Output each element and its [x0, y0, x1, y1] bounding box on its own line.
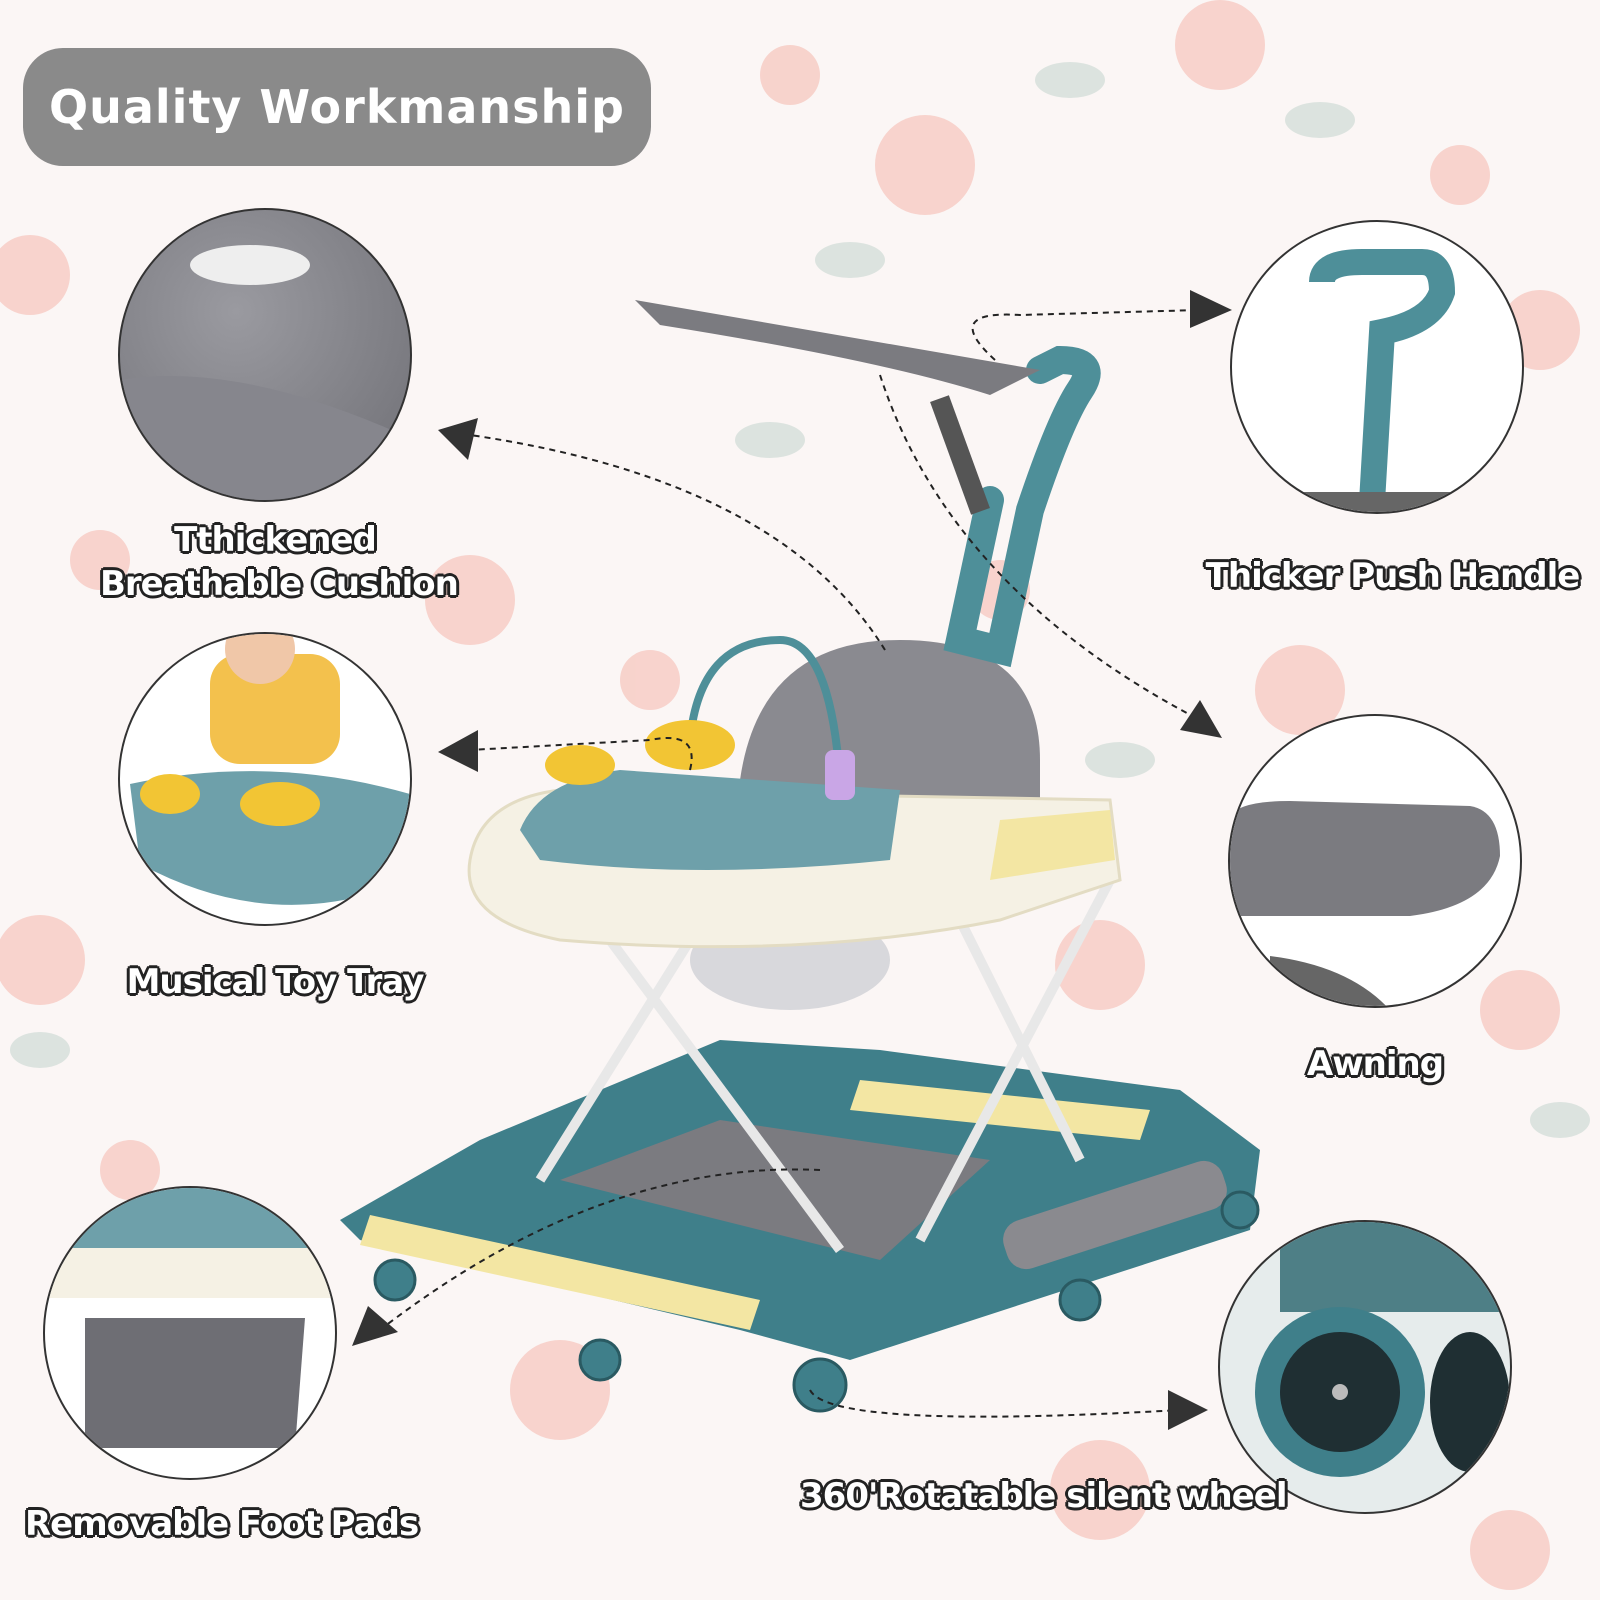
foot-pads-label: Removable Foot Pads — [25, 1504, 419, 1544]
canopy — [635, 300, 1040, 395]
arrow-line — [469, 434, 886, 651]
toy-yellow-flower — [645, 720, 735, 770]
wheel — [792, 1357, 848, 1413]
arrow-head — [438, 730, 478, 772]
arrow-line — [379, 1168, 821, 1331]
toy-tray — [520, 770, 900, 870]
cushion-detail-circle — [118, 208, 412, 502]
walker-base-yellow — [360, 1080, 1150, 1330]
arrow-line — [809, 1389, 1181, 1418]
push-handle-label: Thicker Push Handle — [1205, 556, 1581, 596]
wheel-detail-circle — [1218, 1220, 1512, 1514]
arrow-head — [352, 1306, 398, 1346]
foot-pads-detail-circle — [43, 1186, 337, 1480]
canopy-arm — [930, 395, 990, 515]
arrow-line — [971, 309, 1201, 361]
wheel — [373, 1258, 417, 1302]
awning-label: Awning — [1306, 1044, 1444, 1084]
cloud-icon — [190, 245, 310, 285]
toy-yellow-flower — [545, 745, 615, 785]
wheel — [1058, 1278, 1102, 1322]
banner-title: Quality Workmanship — [49, 80, 625, 134]
toy-tray-detail-circle — [118, 632, 412, 926]
wheel-label: 360'Rotatable silent wheel — [800, 1476, 1288, 1516]
arrow-line — [879, 374, 1201, 721]
foot-pad — [560, 1120, 990, 1260]
cushion-label-line1: Tthickened — [174, 520, 377, 560]
push-handle-detail-circle — [1230, 220, 1524, 514]
arrow-head — [1190, 290, 1232, 328]
arrow-head — [1168, 1390, 1208, 1430]
toy-arch — [686, 635, 844, 781]
wheel — [1220, 1190, 1260, 1230]
arrow-head — [1180, 700, 1222, 738]
toy-beads — [825, 750, 855, 800]
arrow-head — [438, 418, 478, 460]
toy-tray-label: Musical Toy Tray — [126, 962, 425, 1002]
wheel — [578, 1338, 622, 1382]
quality-workmanship-banner: Quality Workmanship — [23, 48, 651, 166]
base-grey-panel — [1003, 1160, 1227, 1270]
cushion-label-line2: Breathable Cushion — [100, 564, 459, 604]
cup-holder — [990, 810, 1115, 880]
push-handle — [943, 345, 1101, 668]
cushion-label: Tthickened Breathable Cushion — [100, 518, 459, 606]
awning-detail-circle — [1228, 714, 1522, 1008]
